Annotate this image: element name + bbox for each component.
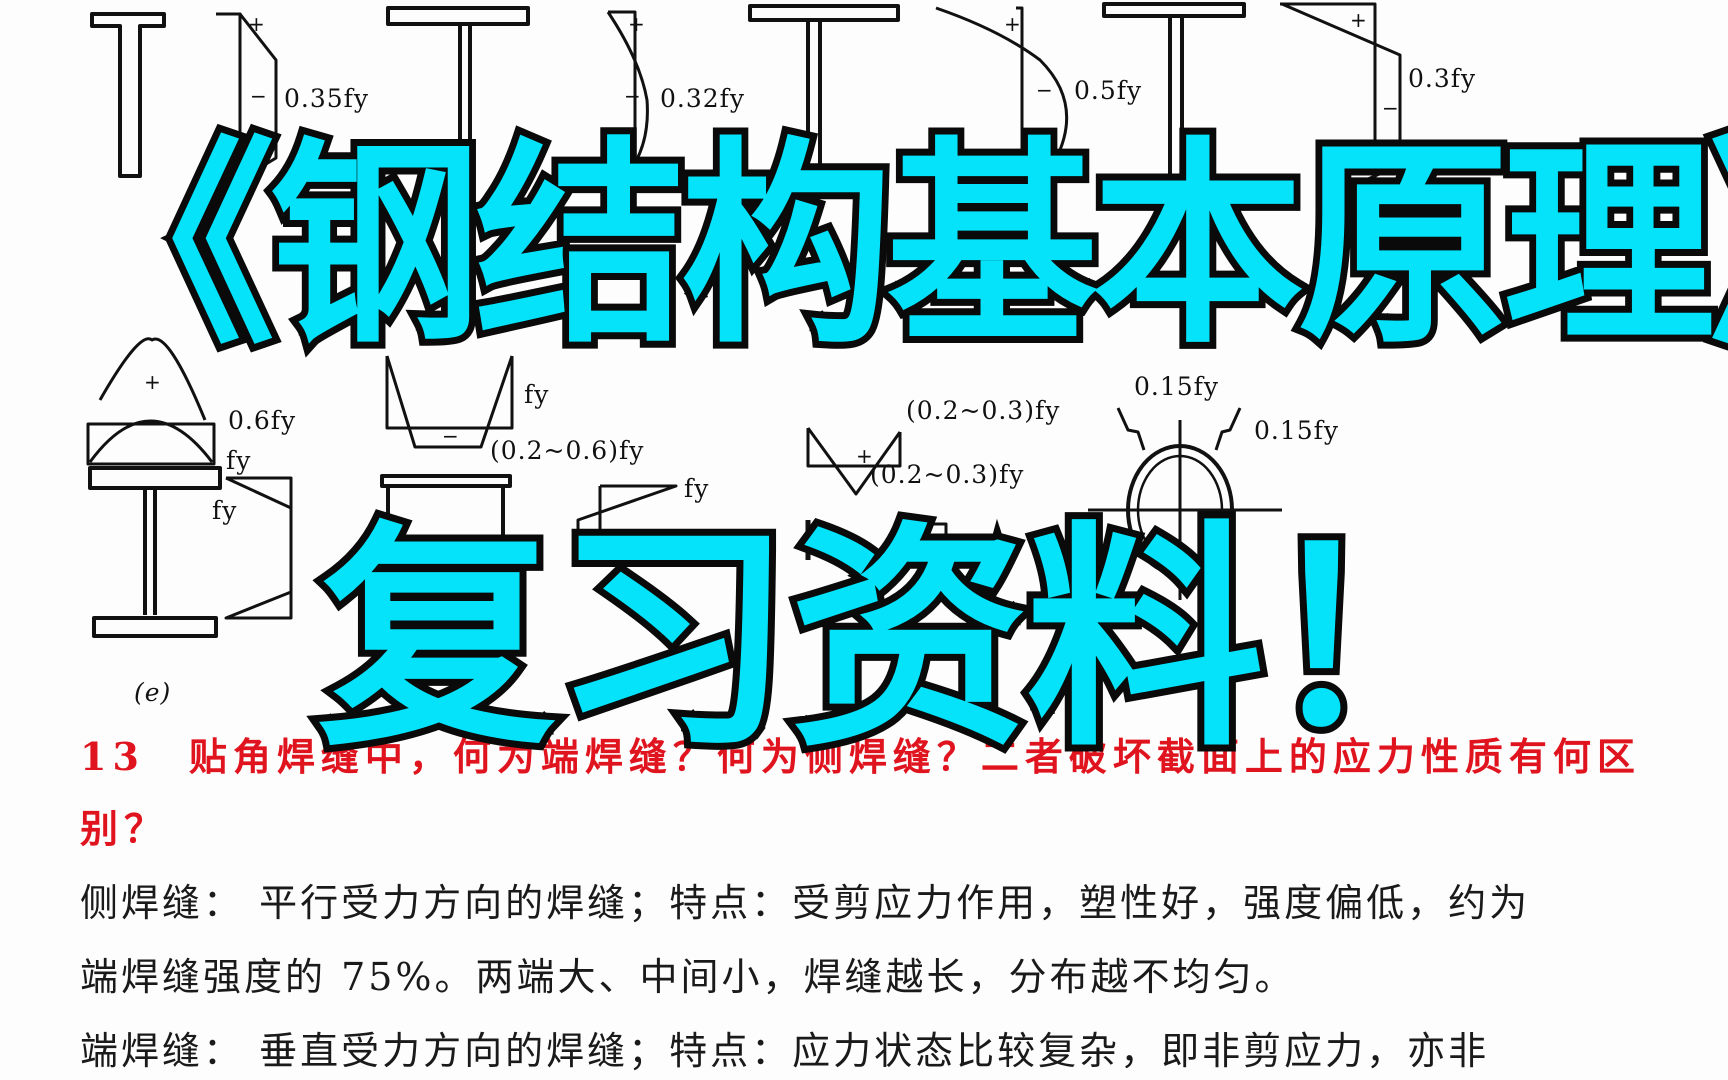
box-section (380, 474, 512, 560)
minus-sign: − (624, 84, 641, 108)
stress-diagram-2 (606, 10, 649, 170)
answer-line-1: 侧焊缝： 平行受力方向的焊缝；特点：受剪应力作用，塑性好，强度偏低，约为 (80, 881, 1531, 925)
t-section-2 (386, 6, 530, 176)
label-fy-flange: fy (226, 446, 252, 475)
cover-title-line1: 《钢结构基本原理》 (57, 120, 1728, 373)
label-0.35fy: 0.35fy (284, 84, 370, 113)
t-section-1 (90, 12, 166, 178)
question-text: 贴角焊缝中，何为端焊缝？何为侧焊缝？二者破坏截面上的应力性质有何区 (188, 734, 1641, 779)
label-channel-fy: fy (524, 380, 550, 409)
label-0.5fy: 0.5fy (1074, 76, 1143, 105)
answer-line-3: 端焊缝： 垂直受力方向的焊缝；特点：应力状态比较复杂，即非剪应力，亦非 (80, 1029, 1490, 1073)
stress-diagram-1 (216, 12, 278, 178)
i-section-3 (748, 4, 900, 180)
answer-line-2: 端焊缝强度的 75%。两端大、中间小，焊缝越长，分布越不均匀。 (80, 955, 1296, 999)
stress-diagram-3 (935, 6, 1069, 180)
label-0.3fy: 0.3fy (1408, 64, 1477, 93)
label-angle-range-bottom: (0.2~0.3)fy (870, 460, 1025, 489)
label-channel-range: (0.2~0.6)fy (490, 436, 645, 465)
label-fy-web: fy (212, 496, 238, 525)
welded-i-section-e (92, 476, 293, 638)
question-number: 13 (80, 734, 145, 779)
label-pipe-right: 0.15fy (1254, 416, 1340, 445)
label-angle-range-top: (0.2~0.3)fy (906, 396, 1061, 425)
plus-sign: + (856, 444, 873, 468)
question-13-line2: 别？ (80, 806, 169, 851)
minus-sign: − (1036, 78, 1053, 102)
label-0.32fy: 0.32fy (660, 84, 746, 113)
plus-sign: + (144, 370, 161, 394)
label-box-fy: fy (684, 474, 710, 503)
pipe-section (1088, 407, 1282, 600)
plus-sign: + (248, 12, 265, 36)
cover-title-line2: 复习资料！ (311, 502, 1507, 779)
angle-stress (805, 427, 962, 576)
minus-sign: − (1382, 96, 1399, 120)
plus-sign: + (1350, 8, 1367, 32)
flange-stress-bells (86, 337, 222, 490)
plus-sign: + (1004, 12, 1021, 36)
plus-sign: + (628, 12, 645, 36)
i-section-4 (1102, 2, 1246, 200)
minus-sign: − (442, 424, 459, 448)
figure-tag-e: (e) (134, 678, 172, 707)
label-0.6fy: 0.6fy (228, 406, 297, 435)
box-side-stress (576, 484, 678, 560)
minus-sign: − (250, 84, 267, 108)
channel-stress (385, 355, 514, 449)
stress-diagram-4 (1280, 2, 1402, 210)
label-pipe-top: 0.15fy (1134, 372, 1220, 401)
